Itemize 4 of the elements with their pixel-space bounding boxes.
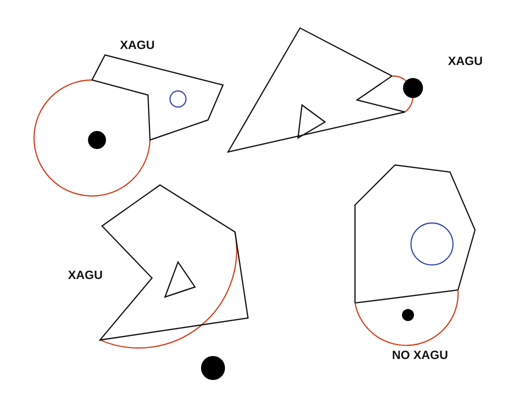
figure-caption: XAGU — [68, 268, 103, 282]
figure-caption: NO XAGU — [392, 348, 448, 362]
figure-caption: XAGU — [120, 38, 155, 52]
figure-caption: XAGU — [448, 54, 483, 68]
